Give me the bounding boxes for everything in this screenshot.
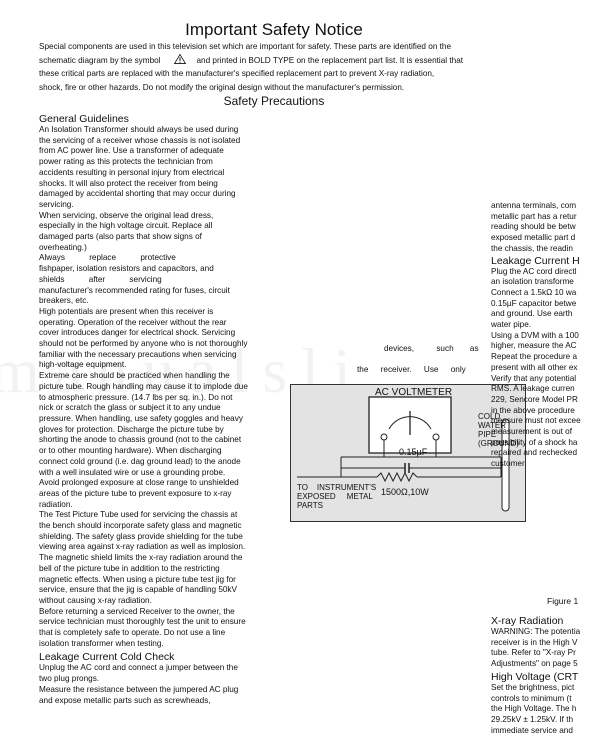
warning-triangle-icon [173, 53, 186, 64]
text-line: the chassis, the readin [491, 243, 573, 253]
paragraph: An Isolation Transformer should always b… [39, 125, 241, 209]
label-line: COLD [478, 412, 501, 421]
to-instrument-parts-label: TO INSTRUMENT'S EXPOSED METAL PARTS [297, 483, 376, 510]
hot-check-text: Plug the AC cord directl an isolation tr… [491, 267, 600, 470]
word: receiver. [380, 365, 412, 374]
text-line: Set the brightness, pict [491, 682, 575, 692]
intro-line: shock, fire or other hazards. Do not mod… [39, 82, 405, 92]
paragraph: Unplug the AC cord and connect a jumper … [39, 663, 238, 684]
xray-text: WARNING: The potentia receiver is in the… [491, 627, 600, 670]
word: the [357, 365, 369, 374]
label-line: PARTS [297, 501, 323, 510]
figure-1-circuit: AC VOLTMETER 0.15µF 1500Ω,10W TO INSTRUM… [290, 384, 526, 522]
intro-text: and printed in BOLD TYPE on the replacem… [196, 55, 464, 65]
heading-high-voltage: High Voltage (CRT [491, 670, 579, 683]
text-line: receiver is in the High V [491, 637, 578, 647]
text-line: RMS. A leakage curren [491, 384, 575, 394]
text-line: possibility of a shock ha [491, 437, 578, 447]
text-line: immediate service and [491, 725, 573, 735]
text-line: repaired and rechecked [491, 448, 578, 458]
paragraph: High potentials are present when this re… [39, 306, 248, 370]
circuit-diagram [297, 396, 510, 512]
cold-water-pipe-label: COLD WATER PIPE (GROUND) [478, 412, 519, 448]
text-line: customer. [491, 459, 527, 469]
text-line: Connect a 1.5kΩ 10 wa [491, 287, 577, 297]
paragraph: Before returning a serviced Receiver to … [39, 606, 246, 648]
text-line: antenna terminals, com [491, 201, 577, 210]
heading-leakage-cold-check: Leakage Current Cold Check [39, 651, 175, 664]
voltmeter-label: AC VOLTMETER [375, 387, 453, 398]
text-line: 0.15µF capacitor betwe [491, 298, 577, 308]
text-line: water pipe. [491, 320, 532, 330]
text-line: Adjustments" on page 5 [491, 659, 578, 669]
label-line: TO INSTRUMENT'S [297, 483, 377, 492]
text-line: 29.25kV ± 1.25kV. If th [491, 714, 574, 724]
left-column: General Guidelines An Isolation Transfor… [39, 113, 248, 706]
intro-line: these critical parts are replaced with t… [39, 69, 435, 78]
heading-leakage-hot-check: Leakage Current H [491, 254, 580, 267]
page-title: Important Safety Notice [185, 20, 363, 39]
word: such [436, 344, 454, 353]
paragraph: Measure the resistance between the jumpe… [39, 684, 239, 705]
text-line: Repeat the procedure a [491, 352, 578, 362]
text-line: measurement is out of [491, 427, 573, 437]
heading-xray-radiation: X-ray Radiation [491, 615, 564, 627]
high-voltage-text: Set the brightness, pict controls to min… [491, 683, 600, 737]
paragraph: Always replace protective fishpaper, iso… [39, 253, 248, 307]
text-line: shields after servicing [39, 274, 162, 284]
middle-fragment: the receiver. Use only [357, 365, 466, 376]
text-line: present with all other ex [491, 362, 578, 372]
paragraph: When servicing, observe the original lea… [39, 210, 214, 252]
label-line: WATER [478, 421, 506, 430]
intro-text: schematic diagram by the symbol [39, 55, 161, 65]
heading-general-guidelines: General Guidelines [39, 113, 129, 125]
text-line: Using a DVM with a 100 [491, 330, 579, 340]
text-line: the High Voltage. The h [491, 704, 577, 714]
intro-line: Special components are used in this tele… [39, 42, 452, 51]
paragraph: The Test Picture Tube used for servicing… [39, 510, 246, 605]
label-line: (GROUND) [478, 439, 519, 448]
text-line: an isolation transforme [491, 277, 574, 287]
text-line: tube. Refer to "X-ray Pr [491, 648, 576, 658]
text-line: controls to minimum (t [491, 693, 572, 703]
resistor-label: 1500Ω,10W [381, 487, 429, 497]
text-line: 229, Sencore Model PR [491, 394, 578, 404]
intro-line: schematic diagram by the symbol and print… [39, 53, 487, 68]
cold-check-continued: antenna terminals, com metallic part has… [491, 201, 600, 255]
text-line: WARNING: The potentia [491, 627, 581, 636]
cold-water-pipe [501, 418, 510, 512]
general-guidelines-text: An Isolation Transformer should always b… [39, 125, 248, 649]
text-line: and ground. Use earth [491, 309, 573, 319]
intro-paragraph: Special components are used in this tele… [39, 40, 487, 94]
text-line: Verify that any potential [491, 373, 577, 383]
word: Use [423, 365, 439, 374]
section-title: Safety Precautions [223, 94, 325, 108]
text-line: Always replace protective [39, 253, 176, 263]
middle-fragment: devices, such as [384, 344, 479, 355]
capacitor-label: 0.15µF [399, 447, 428, 457]
right-column-lower: X-ray Radiation WARNING: The potentia re… [491, 615, 600, 741]
text-line: manufacturer's recommended rating for fu… [39, 285, 230, 306]
paragraph: Extreme care should be practiced when ha… [39, 371, 248, 477]
text-line: measure must not excee [491, 416, 581, 426]
word: devices, [384, 344, 415, 353]
text-line: in the above procedure [491, 405, 575, 415]
text-line: exposed metallic part d [491, 233, 576, 243]
right-column: antenna terminals, com metallic part has… [491, 201, 600, 741]
text-line: reading should be betw [491, 222, 576, 232]
label-line: PIPE [478, 430, 497, 439]
paragraph: Avoid prolonged exposure at close range … [39, 478, 239, 509]
text-line: Plug the AC cord directl [491, 266, 577, 276]
label-line: EXPOSED METAL [297, 492, 373, 501]
word: only [450, 365, 466, 374]
text-line: fishpaper, isolation resistors and capac… [39, 264, 214, 274]
cold-check-text: Unplug the AC cord and connect a jumper … [39, 663, 248, 706]
text-line: higher, measure the AC [491, 341, 577, 351]
figure-caption: Figure 1 [547, 596, 579, 606]
word: as [469, 344, 479, 353]
text-line: metallic part has a retur [491, 211, 577, 221]
